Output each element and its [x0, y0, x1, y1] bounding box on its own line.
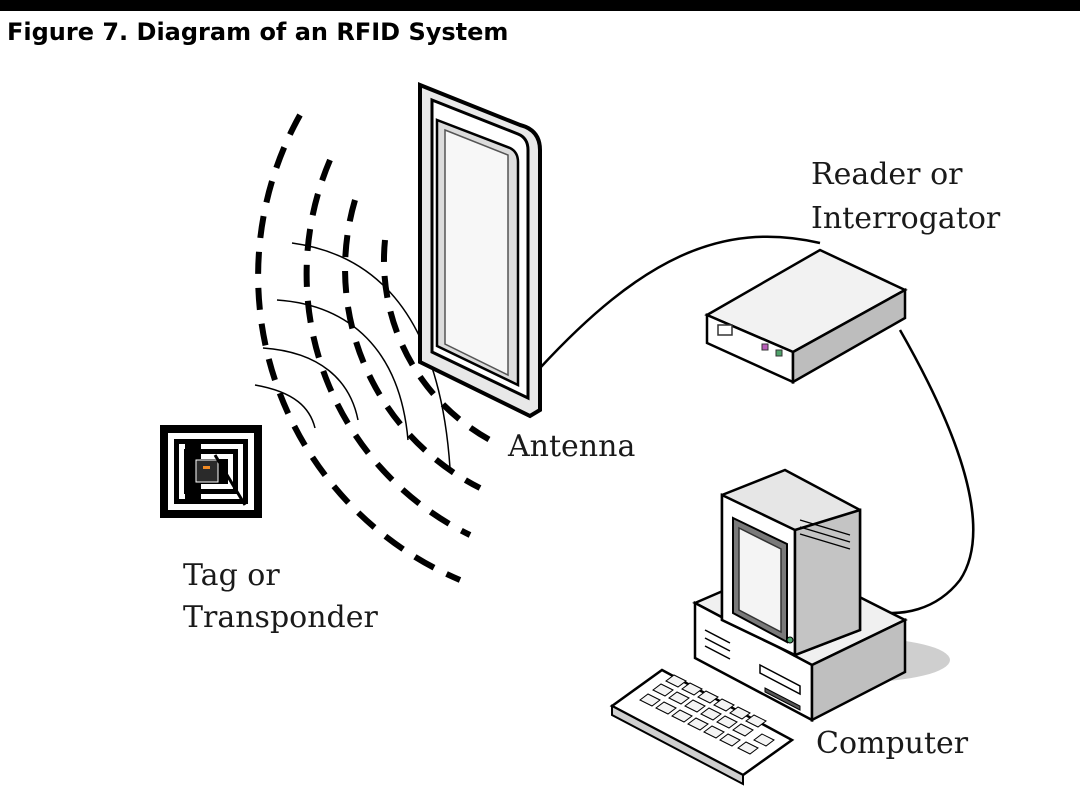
label-tag-line2: Transponder	[183, 600, 378, 635]
reader-device	[704, 248, 908, 385]
reader-computer-cable	[879, 329, 975, 615]
signal-arc-2	[276, 299, 409, 441]
antenna-panel	[418, 82, 542, 419]
computer	[609, 468, 950, 786]
label-computer: Computer	[816, 726, 969, 761]
rfid-tag	[160, 425, 262, 518]
figure-title: Figure 7. Diagram of an RFID System	[7, 18, 509, 46]
wave-arc-1	[255, 113, 462, 583]
signal-arc-4	[254, 384, 316, 429]
cables	[539, 235, 975, 615]
signal-arc-3	[262, 347, 359, 421]
keyboard-keys	[639, 674, 775, 755]
wave-arc-4	[380, 239, 492, 443]
label-antenna: Antenna	[507, 429, 635, 464]
radio-waves	[255, 113, 492, 583]
signal-lines	[254, 242, 451, 469]
label-reader-line2: Interrogator	[811, 201, 1001, 236]
wave-arc-2	[303, 158, 472, 538]
label-tag-line1: Tag or	[183, 558, 280, 593]
wave-arc-3	[342, 199, 482, 491]
signal-arc-1	[291, 242, 451, 469]
top-rule	[0, 0, 1080, 11]
label-reader-line1: Reader or	[811, 157, 963, 192]
antenna-reader-cable	[539, 235, 821, 369]
